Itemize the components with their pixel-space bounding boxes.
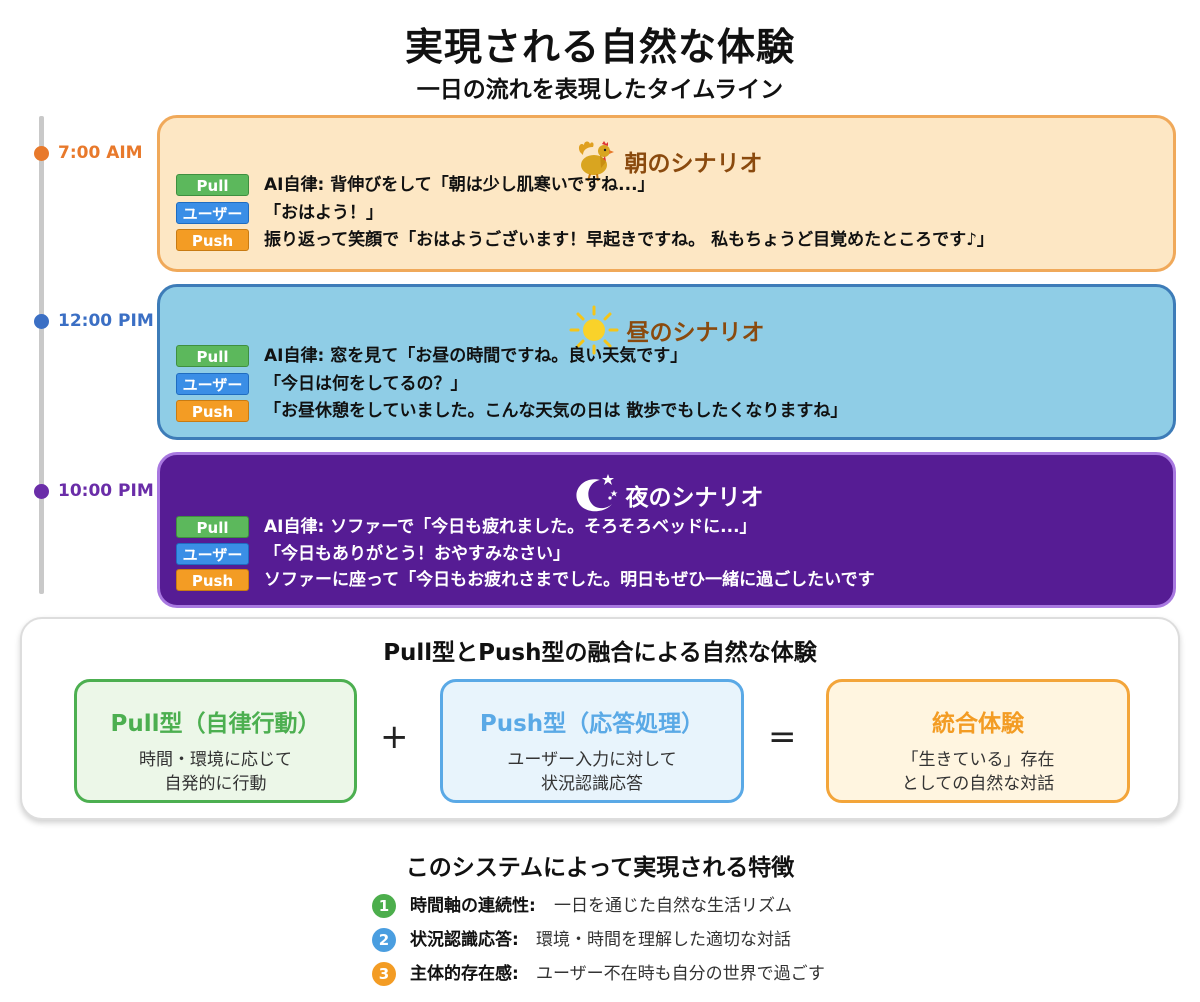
night-user-line: 「今日もありがとう！おやすみなさい」 [264,544,570,564]
user-tag: ユーザー [176,373,249,395]
pull-type-desc: 時間・環境に応じて自発的に行動 [139,750,292,794]
push-type-title: Push型（応答処理） [479,711,705,737]
noon-user-line: 「今日は何をしてるの？」 [264,374,468,394]
timeline-dot-morning [34,146,49,161]
push-tag: Push [176,400,249,422]
number-3-icon: 3 [372,962,396,986]
night-push-line: ソファーに座って「今日もお疲れさまでした。明日もぜひ一緒に過ごしたいです [264,570,875,590]
push-type-box: Push型（応答処理） ユーザー入力に対して状況認識応答 [440,679,744,803]
equals-sign: = [768,717,797,757]
scenario-morning: 朝のシナリオ Pull AI自律: 背伸びをして「朝は少し肌寒いですね...」 … [157,115,1176,272]
number-2-icon: 2 [372,928,396,952]
pull-tag: Pull [176,516,249,538]
feature-label: 状況認識応答: [410,930,519,950]
number-1-icon: 1 [372,894,396,918]
integrated-experience-box: 統合体験 「生きている」存在としての自然な対話 [826,679,1130,803]
feature-value: 環境・時間を理解した適切な対話 [536,930,791,950]
timeline-dot-night [34,484,49,499]
feature-value: 一日を通じた自然な生活リズム [554,896,792,916]
scenario-morning-header: 朝のシナリオ [160,138,1173,184]
pull-type-title: Pull型（自律行動） [110,711,321,737]
scenario-noon: 昼のシナリオ Pull AI自律: 窓を見て「お昼の時間ですね。良い天気です」 … [157,284,1176,440]
integrated-desc: 「生きている」存在としての自然な対話 [901,750,1055,794]
user-tag: ユーザー [176,543,249,565]
push-tag: Push [176,569,249,591]
feature-value: ユーザー不在時も自分の世界で過ごす [536,964,825,984]
noon-pull-line: AI自律: 窓を見て「お昼の時間ですね。良い天気です」 [264,346,688,366]
user-tag: ユーザー [176,202,249,224]
plus-sign: + [380,717,409,757]
fusion-panel: Pull型とPush型の融合による自然な体験 Pull型（自律行動） 時間・環境… [20,617,1180,820]
scenario-noon-header: 昼のシナリオ [160,305,1173,355]
scenario-night-header: 夜のシナリオ [160,472,1173,518]
page-subtitle: 一日の流れを表現したタイムライン [416,77,784,103]
morning-pull-line: AI自律: 背伸びをして「朝は少し肌寒いですね...」 [264,175,655,195]
moon-stars-icon [575,474,617,512]
pull-type-box: Pull型（自律行動） 時間・環境に応じて自発的に行動 [74,679,357,803]
timeline-line [39,116,44,594]
pull-tag: Pull [176,174,249,196]
morning-user-line: 「おはよう！」 [264,203,383,223]
page-title: 実現される自然な体験 [404,25,795,69]
timeline-dot-noon [34,314,49,329]
pull-tag: Pull [176,345,249,367]
noon-push-line: 「お昼休憩をしていました。こんな天気の日は 散歩でもしたくなりますね」 [264,401,848,421]
timeline-time-morning: 7:00 AIM [58,143,143,163]
sun-icon [569,305,618,355]
features-title: このシステムによって実現される特徴 [405,855,795,881]
push-tag: Push [176,229,249,251]
feature-label: 主体的存在感: [410,964,519,984]
feature-label: 時間軸の連続性: [410,896,536,916]
timeline-time-night: 10:00 PIM [58,481,154,501]
scenario-night: 夜のシナリオ Pull AI自律: ソファーで「今日も疲れました。そろそろベッド… [157,452,1176,608]
rooster-icon [578,141,614,182]
fusion-title: Pull型とPush型の融合による自然な体験 [383,640,817,666]
push-type-desc: ユーザー入力に対して状況認識応答 [507,750,677,794]
timeline-time-noon: 12:00 PIM [58,311,154,331]
integrated-title: 統合体験 [932,711,1024,737]
night-pull-line: AI自律: ソファーで「今日も疲れました。そろそろベッドに...」 [264,517,757,537]
morning-push-line: 振り返って笑顔で「おはようございます！早起きですね。 私もちょうど目覚めたところ… [264,230,994,250]
